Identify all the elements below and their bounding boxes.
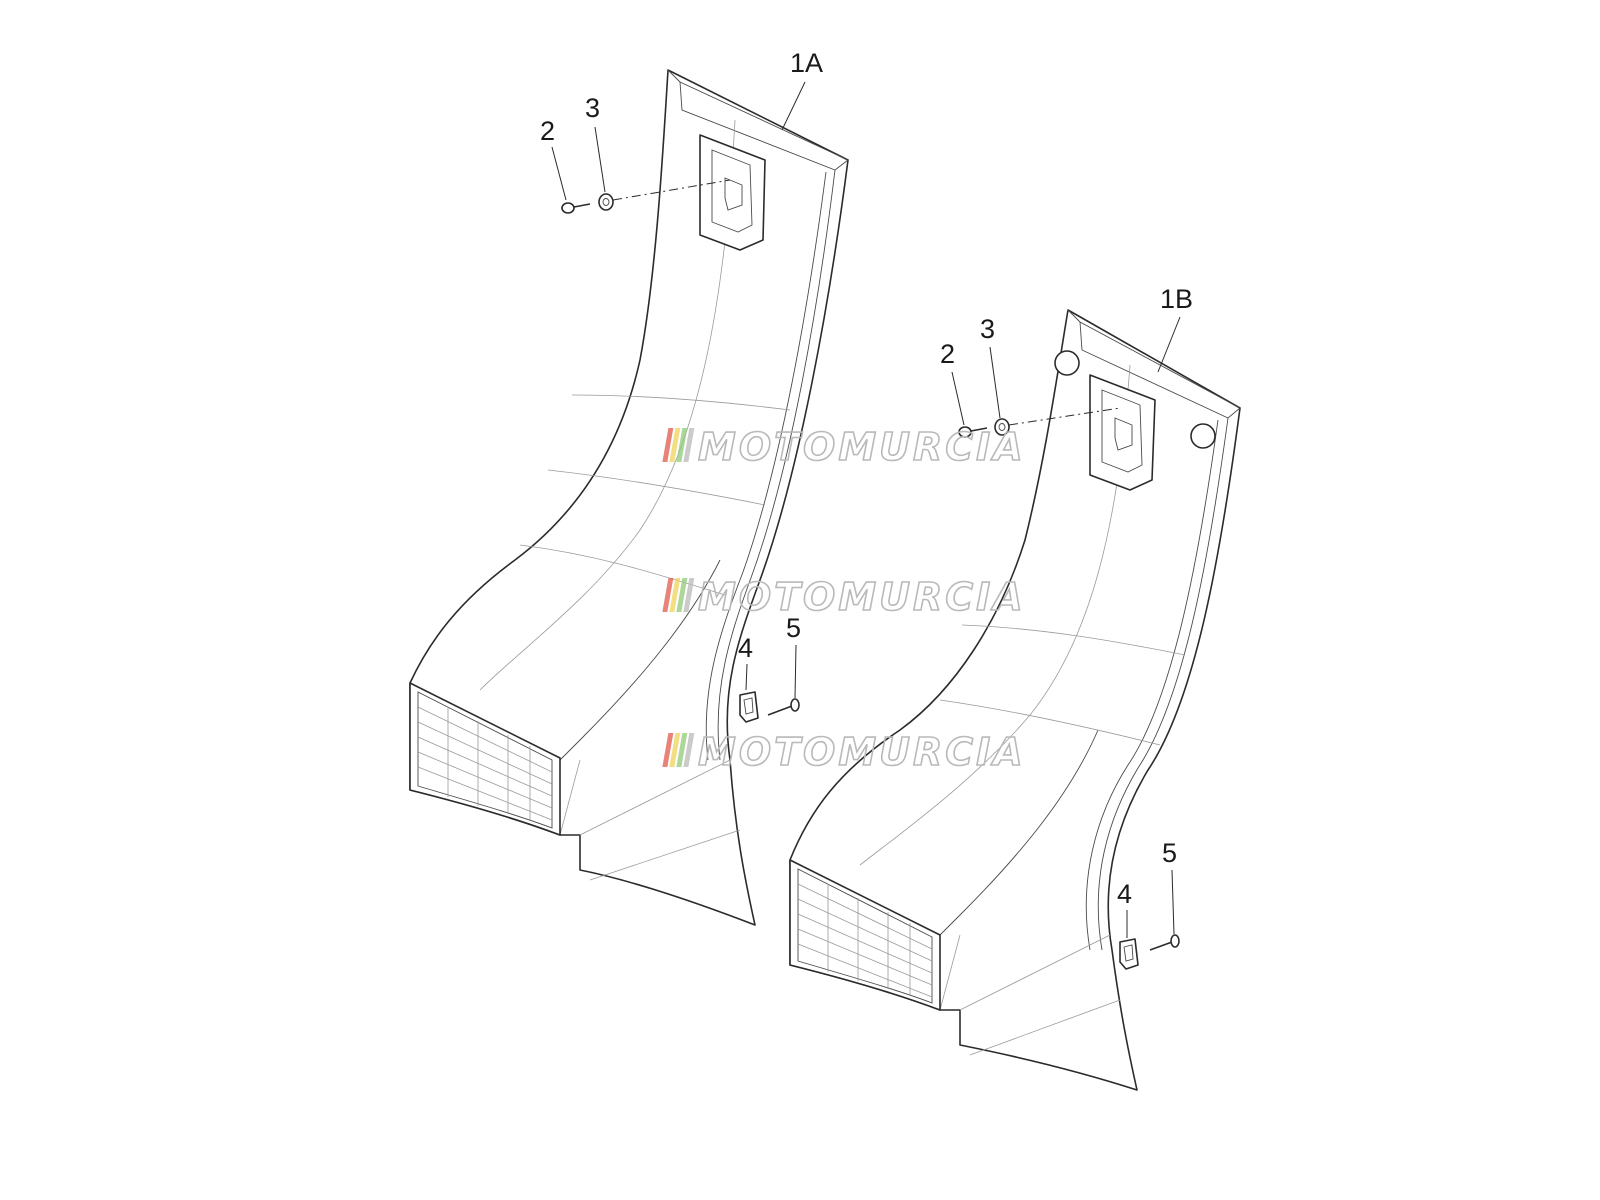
washer-3-right <box>994 418 1010 436</box>
clip-4-left <box>739 691 759 723</box>
callout-2-left: 2 <box>540 116 555 146</box>
callout-5-right: 5 <box>1162 838 1177 868</box>
leader-4-left <box>745 663 748 691</box>
screw-5-left <box>767 698 800 716</box>
callout-4-right: 4 <box>1117 879 1132 909</box>
washer-3-left <box>598 193 614 211</box>
axis-line-left <box>612 179 731 201</box>
callout-3-left: 3 <box>585 93 600 123</box>
leader-1B <box>1157 316 1181 373</box>
clip-4-right <box>1119 938 1139 970</box>
callout-2-right: 2 <box>940 339 955 369</box>
callout-5-left: 5 <box>786 613 801 643</box>
leader-3-right <box>989 346 1001 419</box>
watermark-text: MOTOMURCIA <box>698 425 1026 469</box>
callout-1A: 1A <box>790 48 823 78</box>
leader-5-right <box>1171 869 1175 935</box>
callout-1B: 1B <box>1160 284 1193 314</box>
hole-right-1B <box>1190 423 1216 449</box>
watermark-text: MOTOMURCIA <box>698 730 1026 774</box>
panel-1A <box>409 69 849 926</box>
watermark-1: MOTOMURCIA <box>662 424 1026 470</box>
watermark-2: MOTOMURCIA <box>662 574 1026 620</box>
callout-4-left: 4 <box>738 633 753 663</box>
screw-5-right <box>1149 934 1180 951</box>
grille-1B <box>789 859 941 1011</box>
leader-5-left <box>794 644 797 699</box>
watermark-text: MOTOMURCIA <box>698 575 1026 619</box>
leader-1A <box>781 81 806 131</box>
leader-3-left <box>594 126 606 193</box>
hole-left-1B <box>1054 350 1080 376</box>
leader-2-right <box>951 371 965 426</box>
grille-1A <box>409 682 561 836</box>
callout-3-right: 3 <box>980 314 995 344</box>
leader-2-left <box>551 146 567 201</box>
panel-1B <box>789 309 1241 1091</box>
screw-2-right <box>958 426 988 438</box>
watermark-3: MOTOMURCIA <box>662 729 1026 775</box>
screw-2-left <box>561 202 591 214</box>
